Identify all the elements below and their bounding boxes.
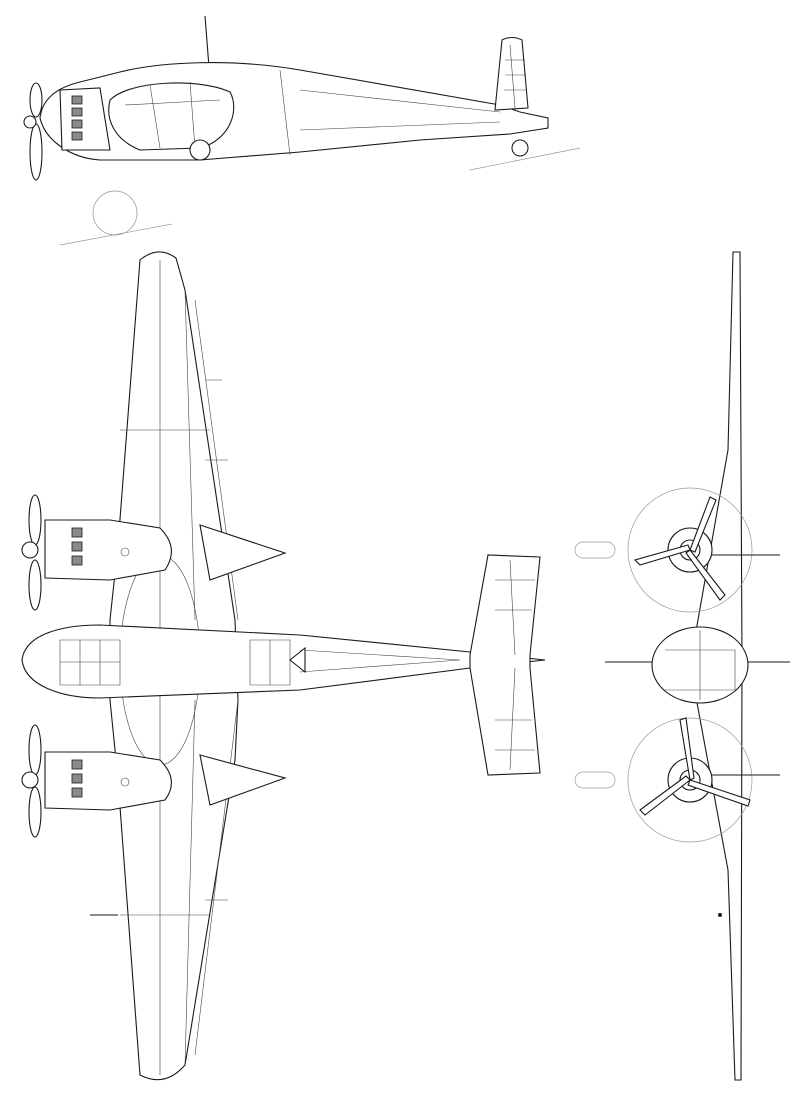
propeller-top-lower-a <box>28 724 42 776</box>
main-wheel-side <box>189 139 211 161</box>
propeller-front-lower <box>639 717 751 816</box>
propeller-top-upper-b <box>28 559 42 611</box>
propeller-front-upper <box>633 496 726 601</box>
side-view <box>23 15 581 246</box>
engine-nacelle-top-upper <box>44 519 172 581</box>
tailplane-top <box>469 554 541 776</box>
fuselage-top <box>21 624 546 699</box>
cockpit-canopy-side <box>108 82 235 151</box>
propeller-top-upper-a <box>28 494 42 546</box>
propeller-disc-lower <box>627 717 753 843</box>
wheel-outline <box>92 190 138 236</box>
spinner-top-lower <box>21 771 39 789</box>
wheel-outline-upper <box>574 541 616 559</box>
propeller-blade-upper <box>29 82 43 118</box>
propeller-disc-upper <box>627 487 753 613</box>
engine-nacelle-top-lower <box>44 751 172 811</box>
tail-fin <box>494 36 529 111</box>
ground-line-wheel <box>59 223 173 246</box>
top-view <box>21 251 546 1081</box>
flap-fairing-upper <box>199 524 287 581</box>
ground-line <box>469 147 581 171</box>
wheel-outline-lower <box>574 771 616 789</box>
propeller-blade-lower <box>29 123 43 181</box>
tail-wheel <box>511 139 529 157</box>
flap-fairing-lower <box>199 754 287 806</box>
front-view <box>574 251 790 1081</box>
spinner <box>23 115 37 129</box>
turret-top <box>289 646 306 674</box>
spinner-top-upper <box>21 541 39 559</box>
exhaust-stacks <box>71 527 83 798</box>
propeller-top-lower-b <box>28 786 42 838</box>
